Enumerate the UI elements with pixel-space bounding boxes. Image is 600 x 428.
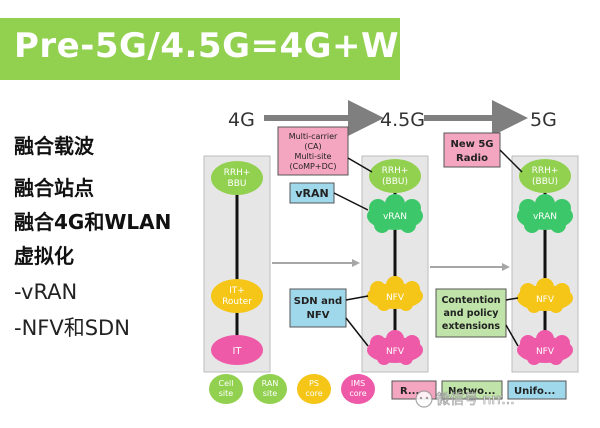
bullet-site: 融合站点: [14, 176, 94, 200]
node-5g-vran-cloud: [517, 194, 573, 233]
callout-sdn-pointer-2: [345, 317, 369, 347]
svg-text:RRH+: RRH+: [382, 166, 409, 176]
svg-text:微信号 nrr...: 微信号 nrr...: [436, 392, 515, 408]
svg-text:Router: Router: [222, 297, 252, 307]
svg-text:RAN: RAN: [262, 379, 279, 388]
legend: Cell site RAN site PS core IMS core: [209, 374, 375, 404]
node-4g-rrh-bbu: [211, 161, 263, 195]
callout-sdn-nfv: [289, 288, 347, 328]
svg-text:IT: IT: [232, 346, 242, 357]
svg-text:site: site: [219, 389, 234, 398]
svg-text:Multi-carrier: Multi-carrier: [289, 132, 338, 141]
callout-sdn-pointer-1: [345, 295, 369, 301]
svg-text:BBU: BBU: [228, 179, 247, 189]
wechat-icon: [415, 390, 433, 408]
legend-box-blue: [507, 380, 567, 400]
bullet-nfv-sdn: -NFV和SDN: [14, 316, 130, 340]
svg-text:IMS: IMS: [351, 379, 365, 388]
svg-text:IT+: IT+: [229, 286, 245, 296]
svg-text:PS: PS: [309, 379, 319, 388]
stage-5g: 5G: [530, 109, 557, 131]
title-banner: Pre-5G/4.5G=4G+WiFi: [0, 18, 447, 80]
svg-text:NFV: NFV: [307, 310, 330, 321]
node-45g-nfv-1: [367, 276, 423, 311]
legend-ims-core: [341, 374, 375, 404]
node-4g-it-router: [211, 279, 263, 313]
legend-ran-site: [253, 374, 287, 404]
svg-text:RRH+: RRH+: [224, 168, 251, 178]
svg-text:NFV: NFV: [386, 347, 405, 357]
callout-contention-pointer-2: [505, 324, 519, 347]
svg-text:(CA): (CA): [304, 142, 321, 151]
svg-text:Unifo...: Unifo...: [514, 386, 555, 397]
svg-text:Contention: Contention: [441, 295, 500, 306]
callout-contention-pointer-1: [505, 297, 519, 301]
svg-text:SDN and: SDN and: [294, 296, 342, 307]
bullet-virtualization: 虚拟化: [14, 244, 74, 268]
svg-text:NFV: NFV: [536, 347, 555, 357]
watermark: 微信号 nrr...: [415, 390, 515, 408]
node-5g-nfv-1: [517, 278, 573, 313]
bullet-4g-wlan: 融合4G和WLAN: [14, 210, 172, 234]
legend-ps-core: [297, 374, 331, 404]
svg-text:extensions: extensions: [442, 321, 501, 332]
callout-new-5g-radio: [443, 132, 501, 168]
node-45g-nfv-2: [367, 330, 423, 365]
node-5g-rrh-bbu: [519, 159, 571, 193]
svg-text:Radio: Radio: [456, 153, 488, 164]
svg-text:Multi-site: Multi-site: [295, 152, 332, 161]
node-5g-nfv-2: [517, 330, 573, 365]
stage-4g: 4G: [228, 109, 255, 131]
bullet-carrier: 融合载波: [14, 134, 94, 158]
legend-cell-site: [209, 374, 243, 404]
svg-text:New 5G: New 5G: [450, 139, 493, 150]
svg-text:core: core: [305, 389, 322, 398]
node-45g-vran-cloud: [367, 194, 423, 233]
svg-text:RRH+: RRH+: [532, 166, 559, 176]
svg-text:vRAN: vRAN: [533, 212, 557, 222]
callout-multi-pointer: [347, 157, 373, 173]
svg-text:Cell: Cell: [219, 379, 234, 388]
page-title: Pre-5G/4.5G=4G+WiFi: [14, 26, 448, 66]
svg-text:R...: R...: [400, 386, 419, 397]
svg-text:and policy: and policy: [444, 308, 500, 319]
node-45g-rrh-bbu: [369, 159, 421, 193]
callout-multi-carrier: [277, 126, 349, 176]
callout-vran-pointer: [333, 192, 369, 211]
svg-text:(BBU): (BBU): [382, 177, 408, 187]
svg-text:vRAN: vRAN: [383, 212, 407, 222]
svg-text:site: site: [263, 389, 278, 398]
svg-text:NFV: NFV: [536, 295, 555, 305]
bullet-vran: -vRAN: [14, 280, 78, 304]
callout-new5g-pointer: [499, 149, 523, 173]
svg-text:vRAN: vRAN: [295, 187, 328, 200]
svg-text:(BBU): (BBU): [532, 177, 558, 187]
callout-contention: [435, 288, 507, 338]
svg-text:Netwo...: Netwo...: [448, 386, 495, 397]
stage-4-5g: 4.5G: [380, 109, 425, 131]
legend-box-green: [441, 380, 503, 400]
svg-text:core: core: [349, 389, 366, 398]
node-4g-it: [211, 335, 263, 365]
svg-text:NFV: NFV: [386, 293, 405, 303]
svg-text:(CoMP+DC): (CoMP+DC): [290, 162, 337, 171]
